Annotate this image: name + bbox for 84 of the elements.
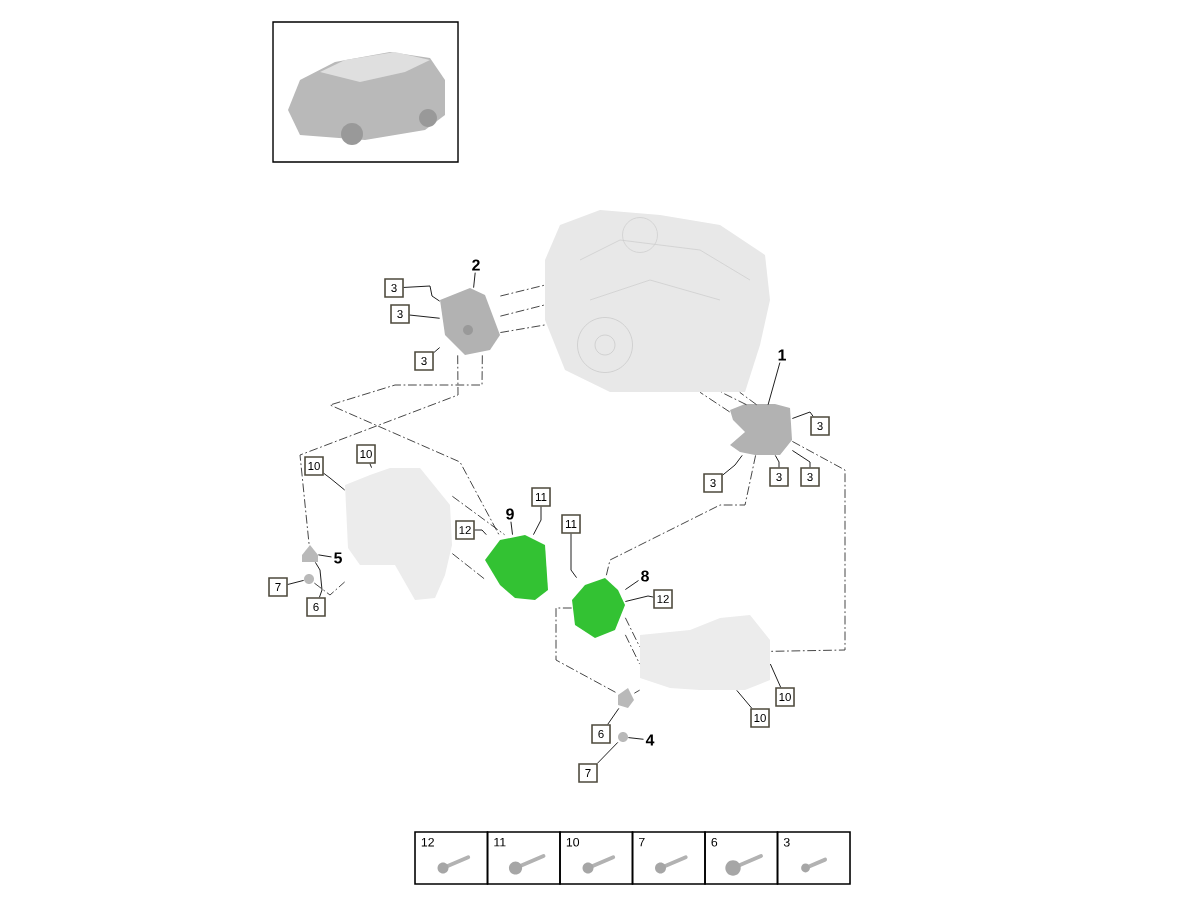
leader-line — [533, 506, 542, 536]
callout-number-box: 3 — [414, 351, 434, 371]
callout-number: 1 — [775, 347, 789, 363]
assembly-line — [555, 607, 619, 694]
assembly-line — [605, 454, 757, 579]
assembly-line — [499, 304, 546, 317]
callout-number-box: 12 — [455, 520, 475, 540]
callout-number: 5 — [331, 550, 345, 566]
nut-drawing — [618, 732, 628, 742]
leader-line — [570, 533, 577, 579]
callout-number-box: 7 — [578, 763, 598, 783]
leader-line — [403, 285, 441, 302]
assembly-line — [739, 391, 757, 406]
assembly-line — [624, 617, 641, 648]
callout-number-box: 3 — [703, 473, 723, 493]
leader-line — [791, 450, 811, 468]
leader-line — [624, 580, 639, 590]
leader-line — [624, 595, 654, 602]
callout-number-box: 3 — [390, 304, 410, 324]
leader-line — [473, 272, 476, 289]
nut-drawing — [304, 574, 314, 584]
leader-line — [409, 314, 441, 319]
engine-mount-drawing — [572, 578, 625, 638]
assembly-line — [313, 581, 346, 596]
callout-number-box: 12 — [653, 589, 673, 609]
table-cell: 10 — [559, 831, 634, 885]
assembly-line — [499, 324, 546, 333]
leader-line — [774, 454, 780, 468]
callout-number-box: 10 — [356, 444, 376, 464]
callout-number: 2 — [469, 257, 483, 273]
callout-number-box: 3 — [769, 467, 789, 487]
subframe-drawing — [640, 615, 770, 690]
leader-line — [767, 362, 781, 406]
leader-line — [314, 561, 323, 598]
leader-line — [791, 411, 814, 419]
assembly-line — [329, 354, 500, 536]
callout-number-box: 3 — [810, 416, 830, 436]
callout-number-box: 10 — [750, 708, 770, 728]
bolt-drawing — [618, 688, 634, 708]
callout-number-box: 10 — [304, 456, 324, 476]
callout-number-box: 10 — [775, 687, 795, 707]
leader-line — [722, 454, 743, 476]
callout-number-box: 11 — [531, 487, 551, 507]
leader-line — [287, 579, 305, 585]
leader-line — [433, 347, 441, 354]
callout-number-box: 3 — [800, 467, 820, 487]
assembly-line — [769, 441, 846, 652]
leader-line — [317, 554, 332, 558]
bracket-drawing — [730, 404, 792, 455]
leader-line — [510, 521, 513, 536]
callout-number: 9 — [503, 506, 517, 522]
table-cell: 12 — [414, 831, 489, 885]
assembly-line — [699, 391, 731, 413]
leader-line — [474, 529, 487, 536]
bolt-drawing — [302, 545, 318, 562]
table-cell: 6 — [704, 831, 779, 885]
assembly-line — [624, 634, 641, 665]
leader-line — [323, 472, 346, 491]
callout-number: 8 — [638, 568, 652, 584]
callout-number-box: 6 — [306, 597, 326, 617]
assembly-line — [451, 553, 486, 580]
leader-line — [627, 737, 644, 740]
leader-line — [369, 463, 372, 469]
subframe-drawing — [345, 468, 452, 600]
assembly-line — [299, 354, 459, 546]
bracket-drawing — [440, 288, 500, 355]
leader-line — [769, 663, 782, 688]
engine-mount-drawing — [485, 535, 548, 600]
assembly-line — [451, 495, 505, 536]
callout-number-box: 7 — [268, 577, 288, 597]
assembly-line — [633, 689, 641, 694]
assembly-line — [499, 284, 546, 297]
callout-number: 4 — [643, 732, 657, 748]
leader-line — [736, 689, 753, 709]
leader-line — [597, 741, 619, 764]
callout-number-box: 6 — [591, 724, 611, 744]
callout-number-box: 11 — [561, 514, 581, 534]
engine-drawing — [545, 210, 770, 392]
table-cell: 7 — [631, 831, 706, 885]
callout-number-box: 3 — [384, 278, 404, 298]
table-cell: 11 — [486, 831, 561, 885]
table-cell: 3 — [776, 831, 851, 885]
assembly-line — [721, 391, 747, 406]
leader-line — [607, 707, 620, 725]
